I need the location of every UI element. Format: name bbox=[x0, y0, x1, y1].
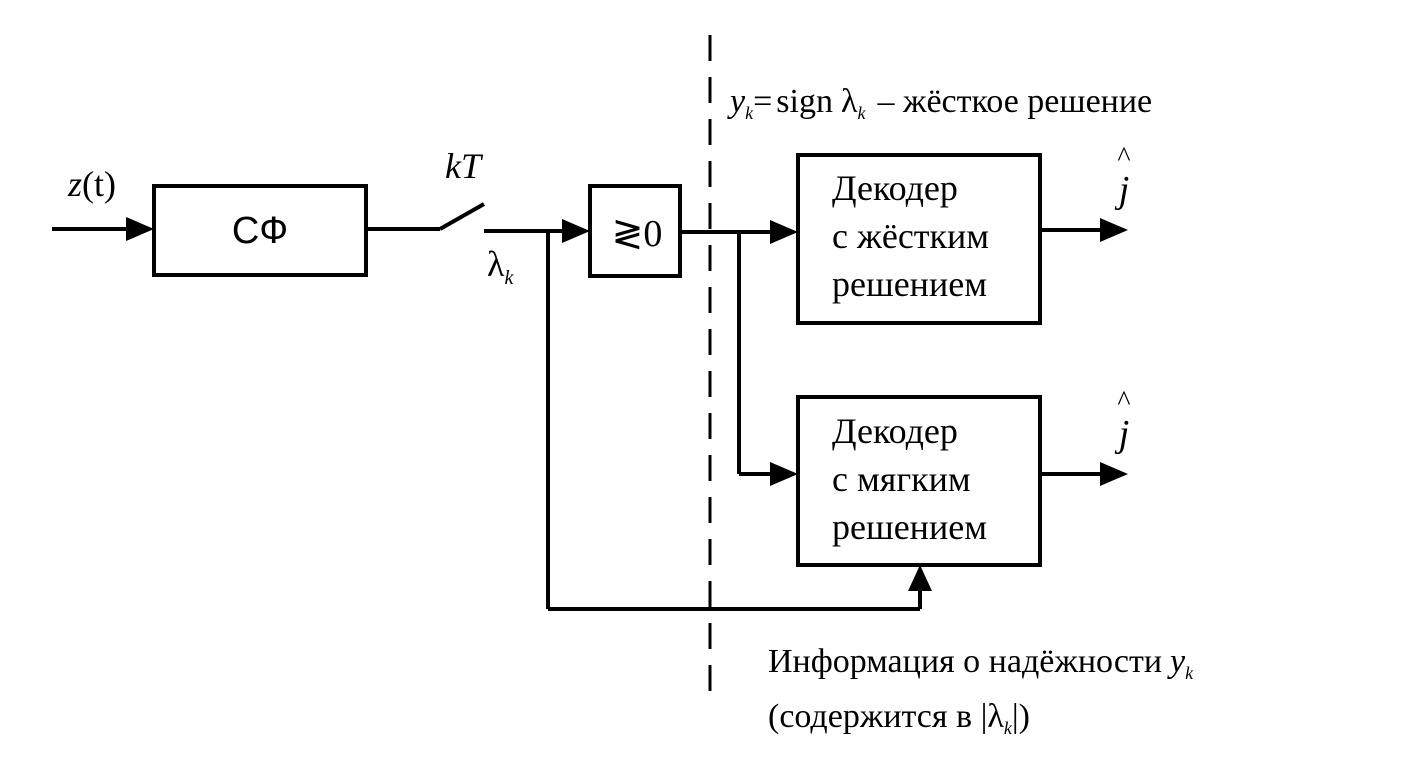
hard-output-hat: ^ bbox=[1117, 142, 1130, 173]
reliability-prefix: (содержится в | bbox=[768, 698, 987, 735]
rule-y-subscript: k bbox=[745, 103, 754, 123]
soft-decoder-line-3: решением bbox=[832, 507, 987, 547]
input-label: z(t) bbox=[67, 164, 116, 204]
hard-decoder-line-3: решением bbox=[832, 264, 987, 304]
matched-filter-box bbox=[152, 184, 368, 277]
rule-equals: = bbox=[753, 83, 772, 120]
reliability-lambda-subscript: k bbox=[1004, 718, 1013, 738]
soft-output-hat: ^ bbox=[1117, 386, 1130, 417]
input-arrow bbox=[126, 217, 154, 241]
hard-output-label: j bbox=[1114, 169, 1130, 211]
reliability-line-2: (содержится в |λk|) bbox=[768, 698, 1030, 738]
rule-sign: sign bbox=[776, 83, 833, 120]
comparator-label: ≷0 bbox=[612, 213, 663, 255]
reliability-text: Информация о надёжности bbox=[768, 643, 1162, 680]
soft-decoder-line-2: с мягким bbox=[832, 459, 971, 499]
reliability-lambda: λ bbox=[987, 698, 1004, 735]
hard-decoder-input-arrow bbox=[770, 220, 798, 244]
sample-label: λk bbox=[487, 244, 514, 289]
soft-decoder-label: Декодер с мягким решением bbox=[832, 411, 987, 547]
matched-filter-label: СФ bbox=[232, 210, 288, 252]
sampler-label: kT bbox=[445, 146, 484, 186]
sampler-switch bbox=[439, 202, 485, 231]
rule-text: – жёсткое решение bbox=[876, 83, 1152, 120]
hard-decoder-box bbox=[796, 153, 1042, 325]
soft-decoder-input-arrow bbox=[770, 462, 798, 486]
reliability-arrow bbox=[908, 565, 932, 591]
sample-lambda: λ bbox=[487, 244, 505, 284]
soft-output-arrow bbox=[1100, 462, 1128, 486]
rule-lambda: λ bbox=[841, 83, 858, 120]
hard-decoder-line-2: с жёстким bbox=[832, 216, 989, 256]
reliability-y-subscript: k bbox=[1185, 663, 1194, 683]
soft-decoder-line-1: Декодер bbox=[832, 411, 958, 451]
hard-decoder-line-1: Декодер bbox=[832, 168, 958, 208]
input-variable: z bbox=[67, 164, 82, 204]
comparator-input-arrow bbox=[562, 219, 590, 243]
hard-output-arrow bbox=[1100, 218, 1128, 242]
soft-decoder-box bbox=[796, 395, 1042, 567]
sample-subscript: k bbox=[504, 267, 514, 289]
reliability-y: y bbox=[1167, 643, 1186, 680]
rule-y: y bbox=[727, 83, 746, 120]
hard-decoder-label: Декодер с жёстким решением bbox=[832, 168, 998, 304]
soft-output-label: j bbox=[1114, 413, 1130, 455]
rule-lambda-subscript: k bbox=[857, 103, 866, 123]
reliability-suffix: |) bbox=[1012, 698, 1030, 735]
input-argument: (t) bbox=[82, 164, 116, 204]
